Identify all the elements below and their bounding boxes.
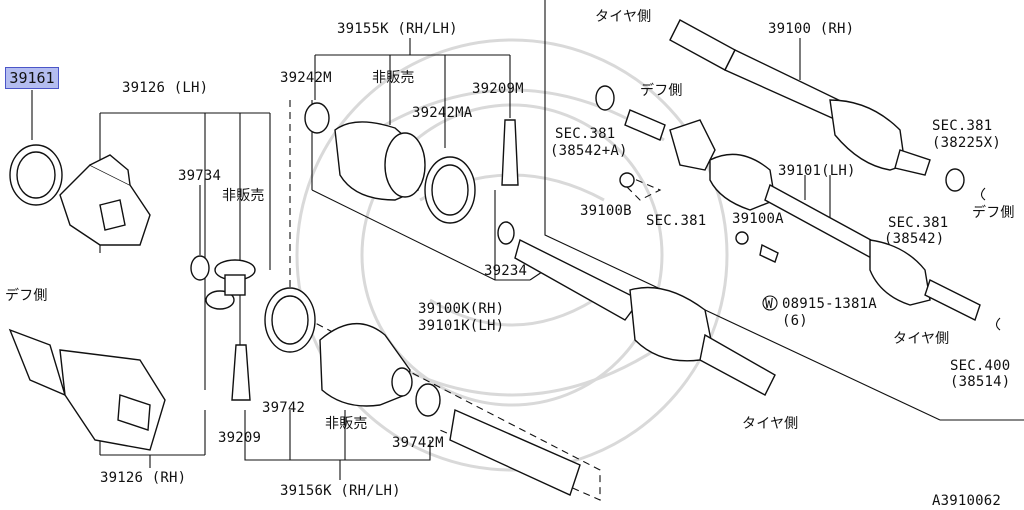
dashed-frame-mid <box>624 174 662 201</box>
label-39126-rh: 39126 (RH) <box>100 470 186 486</box>
highlighted-part-box[interactable] <box>5 67 59 89</box>
label-sec381-c-1: SEC.381 <box>932 118 992 134</box>
label-39209: 39209 <box>218 430 261 446</box>
clip-sec381-c <box>980 187 986 201</box>
boot-band-39242m <box>304 102 330 134</box>
boundary-line-right <box>544 0 1024 421</box>
label-39242ma: 39242MA <box>412 105 473 121</box>
label-39242m: 39242M <box>280 70 332 86</box>
label-39100b: 39100B <box>580 203 632 219</box>
label-sec381-c-2: (38225X) <box>932 135 1001 151</box>
label-39100-rh: 39100 (RH) <box>768 21 854 37</box>
frame-39100k <box>311 100 561 281</box>
flange-sec381-b <box>669 119 716 171</box>
label-tire-side-bottom: タイヤ側 <box>742 416 798 432</box>
label-39209m: 39209M <box>472 81 524 97</box>
outer-race-housing-39126-lh <box>59 154 151 246</box>
circlip-39234 <box>497 221 515 245</box>
washer-symbol <box>762 295 778 311</box>
grease-tube-39209m <box>501 119 519 186</box>
label-hihanbai-1: 非販売 <box>222 188 265 204</box>
tripod-joint-39734 <box>205 259 256 310</box>
boot-band-39742 <box>264 287 316 353</box>
label-washer-code: W <box>765 297 773 312</box>
label-tire-side-top: タイヤ側 <box>595 9 651 25</box>
label-39101-lh: 39101(LH) <box>778 163 856 179</box>
label-sec400-2: (38514) <box>950 374 1010 390</box>
drive-shaft-assembly-39100k <box>514 238 776 396</box>
label-39100a: 39100A <box>732 211 784 227</box>
drive-shaft-39101-lh <box>709 153 981 321</box>
label-39126-lh: 39126 (LH) <box>122 80 208 96</box>
label-sec381-d-2: (38542) <box>884 231 944 247</box>
label-sec400-1: SEC.400 <box>950 358 1010 374</box>
label-hihanbai-3: 非販売 <box>372 70 415 86</box>
grease-tube-39209 <box>231 344 251 401</box>
label-39234: 39234 <box>484 263 527 279</box>
frame-39126-rh <box>99 410 206 468</box>
label-39101k: 39101K(LH) <box>418 318 504 334</box>
seal-sec381-a <box>595 85 615 111</box>
label-sec381-a-1: SEC.381 <box>555 126 615 142</box>
shaft-stub-left <box>624 109 666 141</box>
label-39742: 39742 <box>262 400 305 416</box>
washer-39100a <box>735 231 749 245</box>
bolt-08915-1381a <box>759 243 779 263</box>
nut-39100b <box>619 172 635 188</box>
label-tire-side-right: タイヤ側 <box>893 331 949 347</box>
drive-shaft-39100-rh <box>669 19 931 176</box>
diagram-code: A3910062 <box>932 493 1001 509</box>
watermark-emblem <box>295 38 729 472</box>
label-defu-side-mid: デフ側 <box>640 82 683 99</box>
label-defu-side-left: デフ側 <box>5 287 48 304</box>
label-39156k: 39156K (RH/LH) <box>280 483 401 499</box>
clip-sec400 <box>995 317 1001 331</box>
circlip-39734 <box>190 255 210 281</box>
seal-sec381-d <box>945 168 965 192</box>
frame-39156k <box>244 410 431 480</box>
shaft-end-lower <box>449 408 581 496</box>
label-39734: 39734 <box>178 168 221 184</box>
label-sec381-a-2: (38542+A) <box>550 143 628 159</box>
highlighted-part-number[interactable]: 39161 <box>9 69 55 87</box>
label-sec381-d-1: SEC.381 <box>888 215 948 231</box>
joint-housing-39126-rh <box>8 328 166 451</box>
dashed-frame-left <box>289 100 601 501</box>
label-39100k: 39100K(RH) <box>418 301 504 317</box>
boot-band-39742m <box>415 383 441 417</box>
label-sec381-b: SEC.381 <box>646 213 706 229</box>
label-39155k: 39155K (RH/LH) <box>337 21 458 37</box>
label-39742m: 39742M <box>392 435 444 451</box>
snap-ring-39161-inner <box>16 151 56 199</box>
boot-39156k <box>319 322 413 407</box>
frame-39155k <box>314 38 511 148</box>
label-hihanbai-2: 非販売 <box>325 416 368 432</box>
boot-band-39242ma <box>424 156 476 224</box>
boot-39155k <box>334 121 426 201</box>
label-defu-side-right: デフ側 <box>972 204 1015 221</box>
label-08915-1: 08915-1381A <box>782 296 877 312</box>
label-08915-2: (6) <box>782 313 808 329</box>
